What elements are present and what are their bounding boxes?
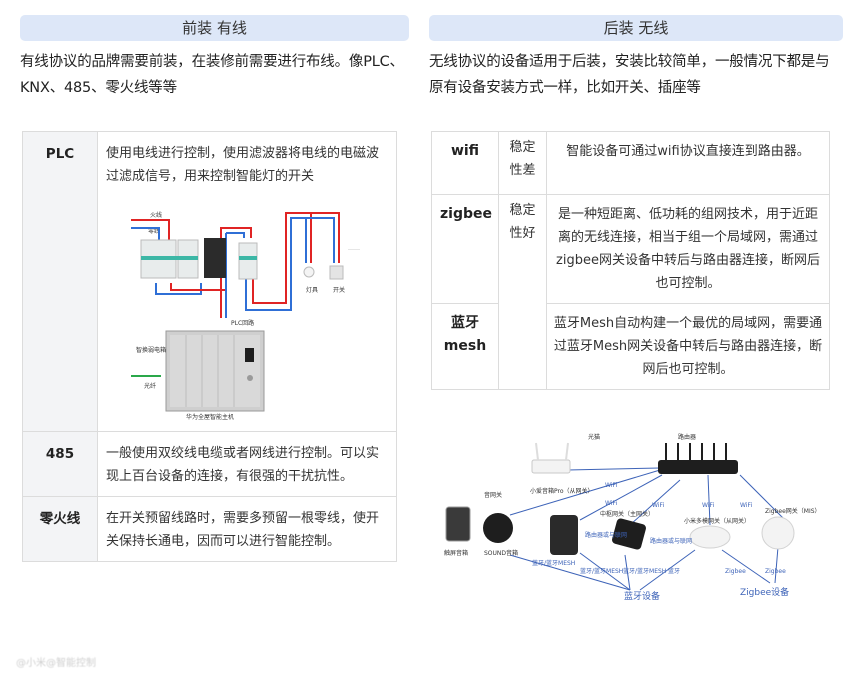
bt-label: 蓝牙 bbox=[668, 567, 680, 575]
zigbee-gateway-device bbox=[761, 516, 795, 550]
branch-blue bbox=[245, 217, 335, 311]
watermark: @小米@智能控制 bbox=[16, 658, 96, 669]
live-wire-label: 火线 bbox=[150, 211, 162, 219]
hub-main-label: 中枢网关（主网关） bbox=[600, 510, 654, 518]
router-offline-label: 路由器或与联网 bbox=[650, 537, 692, 545]
smart-host-box bbox=[165, 330, 265, 412]
plc-wiring-diagram: 火线 零线 灯具 开关 PLC回路 智换弱电箱 光纤 华为全屋智能主机 …… bbox=[131, 211, 360, 421]
router-label: 路由器 bbox=[678, 433, 696, 441]
protocol-name: 485 bbox=[22, 431, 98, 497]
protocol-name-line1: 蓝牙 bbox=[451, 315, 479, 331]
speaker-pro-device bbox=[550, 515, 578, 555]
stability-rating: 稳定性差 bbox=[498, 131, 547, 195]
plc-module bbox=[204, 238, 226, 278]
wireless-protocol-table: wifi 稳定性差 智能设备可通过wifi协议直接连到路由器。 zigbee 稳… bbox=[431, 131, 830, 390]
wireless-section: 后装 无线 无线协议的设备适用于后装，安装比较简单，一般情况下都是与原有设备安装… bbox=[429, 15, 843, 101]
touch-speaker-device bbox=[445, 506, 471, 542]
table-row: 蓝牙 mesh 蓝牙Mesh自动构建一个最优的局域网，需要通过蓝牙Mesh网关设… bbox=[431, 303, 830, 390]
weak-box-label: 智换弱电箱 bbox=[136, 346, 166, 354]
wired-section: 前装 有线 有线协议的品牌需要前装，在装修前需要进行布线。像PLC、KNX、48… bbox=[20, 15, 409, 101]
network-topology-diagram: 光猫 路由器 音网关 小爱音箱Pro（从网关） 中枢网关（主网关） 小米多模网关… bbox=[444, 433, 821, 602]
live-wire bbox=[131, 219, 170, 240]
table-row: PLC 使用电线进行控制，使用滤波器将电线的电磁波过滤成信号，用来控制智能灯的开… bbox=[22, 131, 397, 432]
router-device bbox=[658, 443, 738, 474]
protocol-desc: 一般使用双绞线电缆或者网线进行控制。可以实现上百台设备的连接，有很强的干扰抗性。 bbox=[97, 431, 397, 497]
table-row: zigbee 稳定性好 是一种短距离、低功耗的组网技术，用于近距离的无线连接，相… bbox=[431, 194, 830, 390]
switch-label: 开关 bbox=[333, 286, 345, 294]
live-loop-2 bbox=[170, 283, 227, 291]
protocol-desc: 使用电线进行控制，使用滤波器将电线的电磁波过滤成信号，用来控制智能灯的开关 bbox=[106, 146, 380, 184]
hub-gateway-device bbox=[612, 518, 646, 550]
branch-red bbox=[252, 212, 340, 304]
touch-speaker-label: 触屏音箱 bbox=[444, 549, 468, 557]
table-row: 零火线 在开关预留线路时，需要多预留一根零线，使开关保持长通电，因而可以进行智能… bbox=[22, 496, 397, 562]
protocol-name: wifi bbox=[431, 131, 499, 195]
sound-speaker-label: SOUND音箱 bbox=[484, 549, 518, 557]
wired-intro: 有线协议的品牌需要前装，在装修前需要进行布线。像PLC、KNX、485、零火线等… bbox=[20, 54, 404, 96]
wifi-label: WiFi bbox=[605, 500, 617, 507]
zigbee-label: Zigbee bbox=[765, 568, 786, 575]
wifi-label: WiFi bbox=[702, 502, 714, 509]
sound-gateway-label: 音网关 bbox=[484, 491, 502, 499]
protocol-desc: 在开关预留线路时，需要多预留一根零线，使开关保持长通电，因而可以进行智能控制。 bbox=[97, 496, 397, 562]
ellipsis-label: …… bbox=[348, 245, 360, 252]
plc-loop-label: PLC回路 bbox=[231, 319, 254, 327]
bt-mesh-label: 蓝牙/蓝牙MESH bbox=[580, 567, 623, 575]
lamp-label: 灯具 bbox=[306, 286, 318, 294]
protocol-name-line2: mesh bbox=[443, 338, 487, 354]
wireless-section-title: 后装 无线 bbox=[429, 15, 843, 41]
zigbee-gateway-label: Zigbee网关（MIS） bbox=[765, 507, 821, 515]
bt-mesh-label: 蓝牙/蓝牙MESH bbox=[532, 559, 575, 567]
wired-protocol-table: PLC 使用电线进行控制，使用滤波器将电线的电磁波过滤成信号，用来控制智能灯的开… bbox=[22, 131, 397, 562]
protocol-name: 蓝牙 mesh bbox=[431, 303, 499, 390]
bt-devices-label: 蓝牙设备 bbox=[624, 590, 660, 602]
multimode-label: 小米多模网关（从网关） bbox=[684, 517, 750, 525]
zigbee-label: Zigbee bbox=[725, 568, 746, 575]
modem-label: 光猫 bbox=[588, 433, 600, 441]
wifi-label: WiFi bbox=[652, 502, 664, 509]
protocol-cell: 使用电线进行控制，使用滤波器将电线的电磁波过滤成信号，用来控制智能灯的开关 火线… bbox=[97, 131, 397, 432]
wifi-label: WiFi bbox=[740, 502, 752, 509]
protocol-desc: 智能设备可通过wifi协议直接连到路由器。 bbox=[546, 131, 830, 195]
switch-icon bbox=[329, 265, 344, 280]
wired-section-title: 前装 有线 bbox=[20, 15, 409, 41]
zigbee-devices-label: Zigbee设备 bbox=[740, 586, 789, 598]
modem-device bbox=[531, 442, 571, 474]
router-offline-label: 路由器或与联网 bbox=[585, 531, 627, 539]
neutral-wire-label: 零线 bbox=[148, 227, 160, 235]
multimode-gateway-device bbox=[689, 525, 731, 549]
live-loop-1 bbox=[155, 283, 202, 295]
wifi-label: WiFi bbox=[605, 482, 617, 489]
sound-speaker-device bbox=[483, 513, 513, 543]
speaker-pro-label: 小爱音箱Pro（从网关） bbox=[530, 487, 594, 495]
wireless-intro: 无线协议的设备适用于后装，安装比较简单，一般情况下都是与原有设备安装方式一样，比… bbox=[429, 54, 830, 96]
bt-mesh-label: 蓝牙/蓝牙MESH bbox=[623, 567, 666, 575]
protocol-desc: 是一种短距离、低功耗的组网技术，用于近距离的无线连接，相当于组一个局域网，需通过… bbox=[546, 194, 830, 304]
table-row: wifi 稳定性差 智能设备可通过wifi协议直接连到路由器。 bbox=[431, 131, 830, 195]
neutral-wire bbox=[131, 227, 160, 240]
stability-rating: 稳定性好 bbox=[498, 194, 547, 390]
protocol-desc: 蓝牙Mesh自动构建一个最优的局域网，需要通过蓝牙Mesh网关设备中转后与路由器… bbox=[546, 303, 830, 390]
host-label: 华为全屋智能主机 bbox=[186, 413, 234, 421]
protocol-name: 零火线 bbox=[22, 496, 98, 562]
protocol-name: PLC bbox=[22, 131, 98, 432]
protocol-name: zigbee bbox=[431, 194, 499, 304]
table-row: 485 一般使用双绞线电缆或者网线进行控制。可以实现上百台设备的连接，有很强的干… bbox=[22, 431, 397, 497]
lamp-icon bbox=[303, 266, 315, 278]
fiber-label: 光纤 bbox=[144, 382, 156, 390]
branch-breaker bbox=[238, 242, 258, 280]
